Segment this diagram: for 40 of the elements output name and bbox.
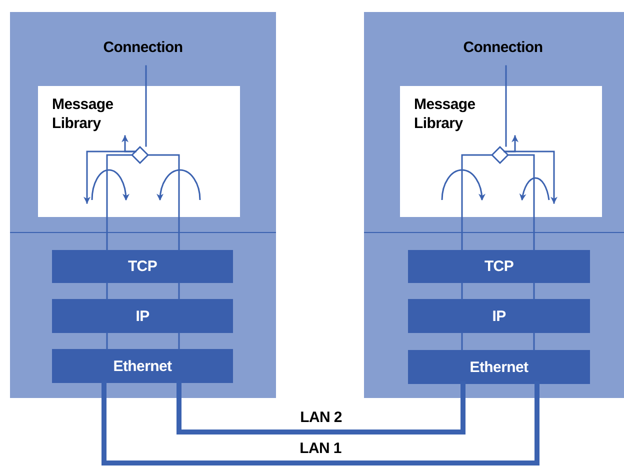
- connector-line: [106, 154, 132, 251]
- layer-label: IP: [492, 306, 506, 326]
- network-cable: [176, 380, 466, 434]
- library-title: Message Library: [52, 95, 114, 133]
- connector-line: [461, 332, 463, 351]
- layer-label: Ethernet: [113, 356, 172, 376]
- connector-line: [504, 135, 518, 152]
- connector-line: [533, 332, 535, 351]
- protocol-layer-box: [52, 299, 233, 333]
- connector-line: [505, 65, 507, 147]
- library-title: Message Library: [414, 95, 476, 133]
- connector-line: [508, 154, 535, 251]
- connector-line: [178, 332, 180, 350]
- protocol-layer-box: [52, 250, 233, 283]
- connector-line: [106, 282, 108, 300]
- layer-label: IP: [136, 306, 150, 326]
- connector-line: [122, 135, 136, 152]
- connector-line: [461, 282, 463, 300]
- connection-text: Connection: [462, 38, 544, 57]
- library-box: [400, 86, 602, 217]
- layer-label: TCP: [484, 257, 514, 276]
- protocol-layer-box: [408, 299, 590, 333]
- network-cable: [102, 380, 540, 466]
- host-panel: [10, 12, 276, 398]
- connector-line: [145, 65, 147, 147]
- decision-diamond: [491, 146, 509, 164]
- connector-line: [461, 154, 492, 251]
- connector-line: [178, 282, 180, 300]
- layer-label: TCP: [128, 257, 158, 276]
- protocol-layer-box: [408, 350, 590, 384]
- protocol-layer-box: [52, 349, 233, 383]
- connector-line: [148, 154, 180, 251]
- host-panel: [364, 12, 624, 398]
- layer-label: Ethernet: [470, 358, 528, 376]
- protocol-layer-box: [408, 250, 590, 283]
- connector-line: [533, 282, 535, 300]
- connection-text: Connection: [102, 38, 184, 57]
- connector-line: [106, 332, 108, 350]
- library-box: [38, 86, 240, 217]
- decision-diamond: [131, 146, 149, 164]
